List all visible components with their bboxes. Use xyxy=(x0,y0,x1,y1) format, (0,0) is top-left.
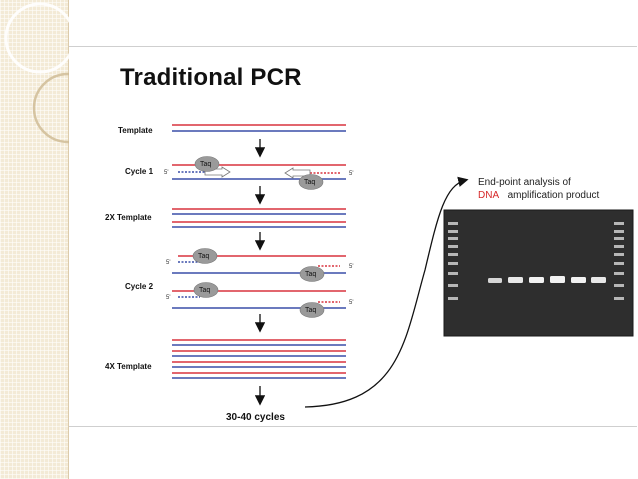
cycle2-strands: 5' Taq 5' Taq 5' Taq 5' Taq xyxy=(166,248,353,318)
taq-enzyme-icon xyxy=(299,302,325,318)
taq-enzyme-icon xyxy=(194,156,220,172)
template-4x-strands xyxy=(172,339,346,379)
gel-caption-rest: amplification product xyxy=(508,190,600,201)
taq-label: Taq xyxy=(198,253,209,260)
taq-enzyme-icon xyxy=(193,282,219,298)
gel-caption-line1: End-point analysis of xyxy=(478,177,571,188)
end-label: 5' xyxy=(349,171,353,177)
taq-label: Taq xyxy=(200,161,211,168)
label-4x-template: 4X Template xyxy=(105,362,152,371)
end-label: 5' xyxy=(349,264,353,270)
taq-label: Taq xyxy=(199,287,210,294)
curved-arrow-to-gel xyxy=(304,176,469,408)
taq-label: Taq xyxy=(304,179,315,186)
taq-enzyme-icon xyxy=(299,266,325,282)
taq-enzyme-icon xyxy=(298,174,324,190)
gel-caption-line2: DNA amplification product xyxy=(478,185,600,202)
taq-label: Taq xyxy=(305,271,316,278)
gel-image xyxy=(443,209,634,337)
cycle1-strands: 5' Taq 5' Taq xyxy=(164,156,353,190)
end-label: 5' xyxy=(349,300,353,306)
label-cycle1: Cycle 1 xyxy=(125,167,154,176)
cycles-label: 30-40 cycles xyxy=(226,412,285,423)
gel-caption-dna: DNA xyxy=(478,190,499,201)
label-template: Template xyxy=(118,126,153,135)
label-cycle2: Cycle 2 xyxy=(125,282,154,291)
decorative-divider xyxy=(68,0,69,479)
template-strands xyxy=(172,124,346,132)
slide-title: Traditional PCR xyxy=(120,64,302,91)
taq-enzyme-icon xyxy=(192,248,218,264)
end-label: 5' xyxy=(164,170,168,176)
end-label: 5' xyxy=(166,260,170,266)
template-2x-strands xyxy=(172,208,346,228)
label-2x-template: 2X Template xyxy=(105,213,152,222)
end-label: 5' xyxy=(166,295,170,301)
decorative-side-strip xyxy=(0,0,68,479)
taq-label: Taq xyxy=(305,307,316,314)
